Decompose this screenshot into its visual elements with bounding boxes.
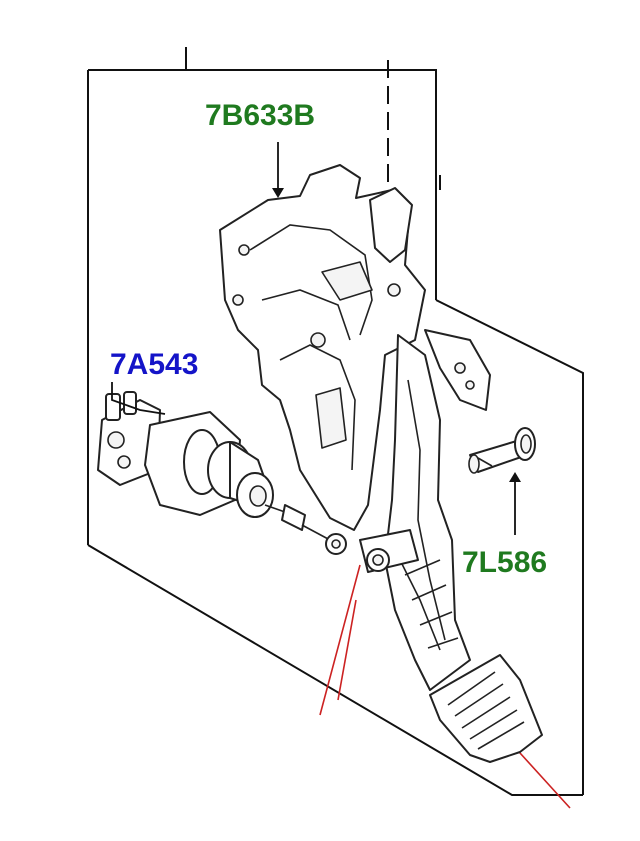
clutch-pedal-arm — [359, 334, 471, 691]
pedal-bracket — [219, 164, 426, 531]
part-label-7A543: 7A543 — [110, 348, 198, 381]
leader-7L586-arrowhead — [509, 472, 521, 482]
pedal-pad — [429, 654, 543, 763]
mounting-plate — [424, 329, 491, 411]
leader-7A543 — [111, 382, 166, 415]
red-line-left-1 — [319, 564, 361, 716]
leader-7B633B-arrowhead — [272, 188, 284, 198]
pivot-pin — [468, 427, 536, 474]
part-label-7B633B: 7B633B — [205, 99, 315, 132]
master-cylinder — [97, 391, 347, 555]
perspective-frame — [87, 47, 584, 796]
leader-lines — [111, 142, 521, 535]
red-line-left-2 — [337, 599, 357, 701]
part-label-7L586: 7L586 — [462, 546, 547, 579]
